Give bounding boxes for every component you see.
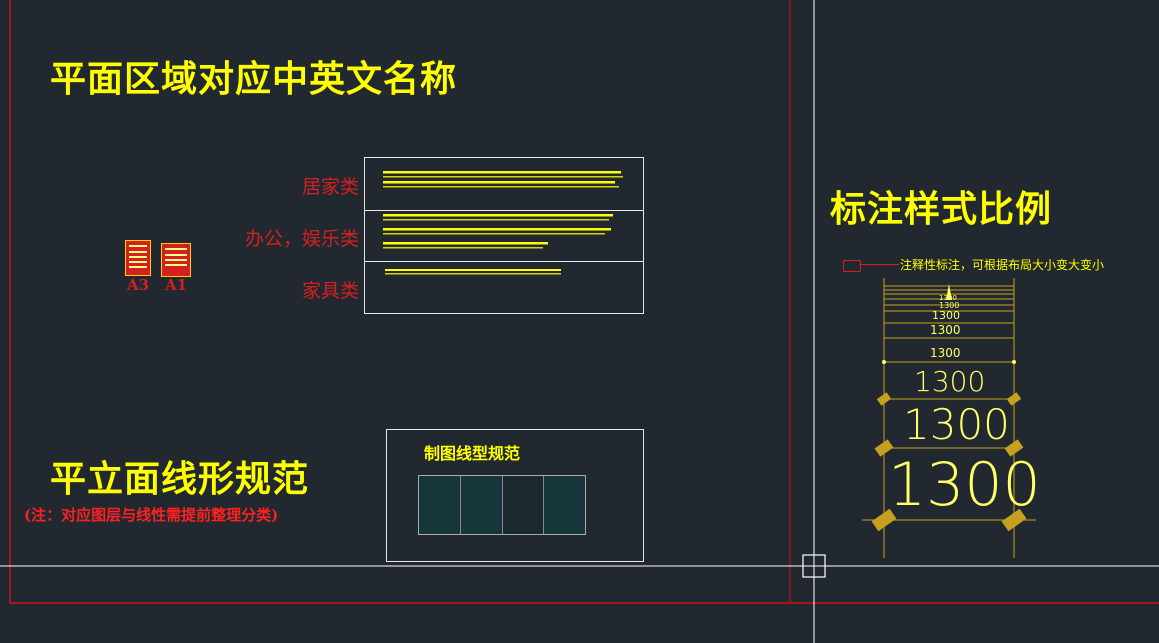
dim-text-medium: 1300 [930,346,961,360]
sheet-thumb [460,476,503,534]
sheet-thumb [502,476,545,534]
category-label-home: 居家类 [301,176,359,198]
linetype-sheet-preview[interactable] [418,475,586,535]
sheet-a3-icon[interactable] [125,240,151,276]
annotation-scale-title: 标注样式比例 [830,188,1053,230]
leader-line [859,264,899,265]
linetype-box-title: 制图线型规范 [424,444,521,463]
leader-text: 注释性标注，可根据布局大小变大变小 [900,258,1105,272]
dim-text-small: 1300 [932,309,960,322]
crosshair-pickbox [802,554,826,578]
dim-text-tiny: 1300 [939,294,957,302]
sheet-a1-label: A1 [165,276,188,294]
line-standard-title: 平立面线形规范 [50,458,310,500]
dim-text-large: 1300 [914,365,986,398]
dim-text-xxlarge: 1300 [888,450,1041,520]
category-table[interactable] [364,157,644,314]
category-label-office: 办公，娱乐类 [244,228,359,250]
category-label-furniture: 家具类 [301,280,359,302]
leader-symbol-icon[interactable] [843,260,861,272]
line-standard-note: (注：对应图层与线性需提前整理分类) [24,506,279,524]
linetype-box[interactable]: 制图线型规范 [386,429,644,562]
dim-text-xlarge: 1300 [903,400,1010,449]
region-names-title: 平面区域对应中英文名称 [50,58,458,100]
sheet-a3-label: A3 [127,276,150,294]
table-divider [365,261,643,262]
sheet-thumb [419,476,461,534]
category-table-content [383,171,623,275]
sheet-a1-icon[interactable] [161,243,191,277]
table-divider [365,210,643,211]
dim-text-xsmall: 1300 [939,301,960,310]
dim-text-medium-small: 1300 [930,323,961,337]
sheet-thumb [544,476,585,534]
